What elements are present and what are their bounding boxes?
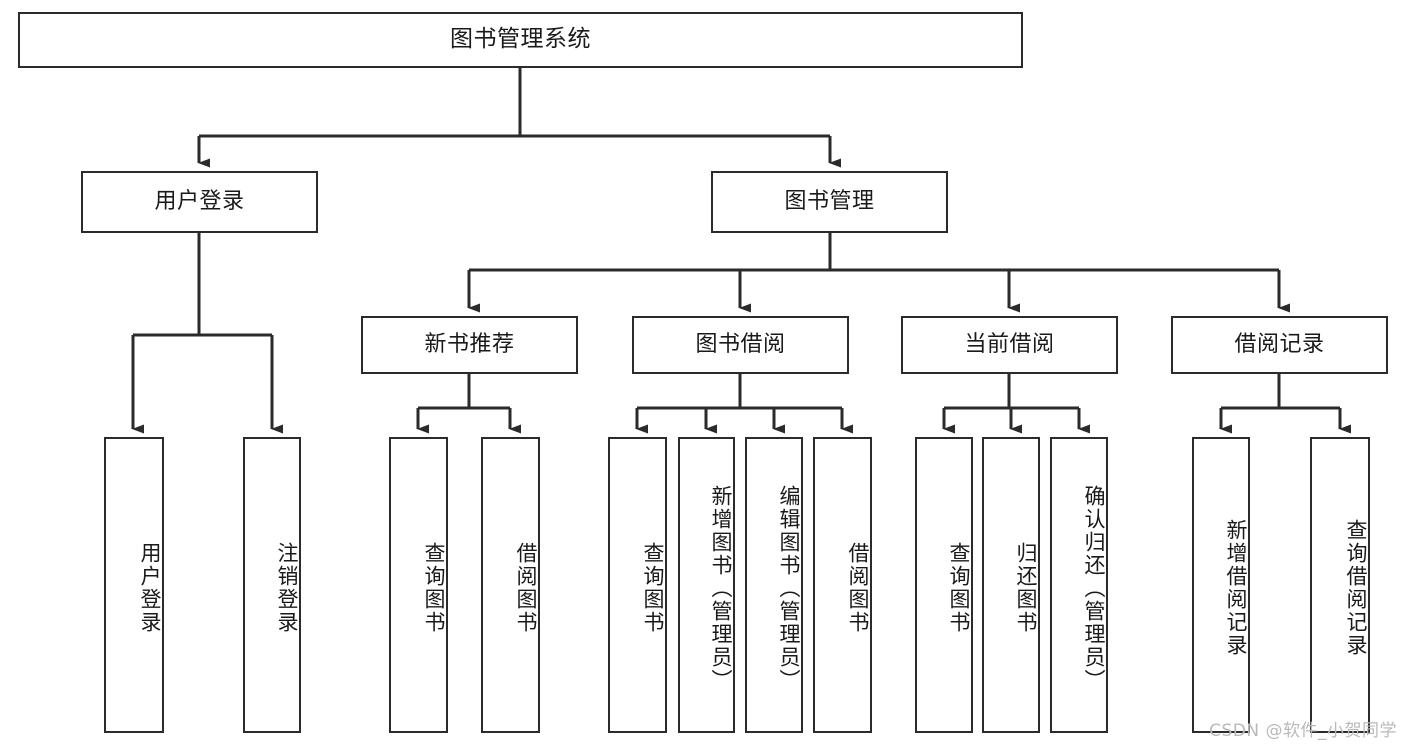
edges-book-manage: [467, 233, 1290, 313]
node-book-manage-label: 图书管理: [784, 189, 875, 215]
node-leaf-return-book-label: 归还图书: [1014, 542, 1038, 634]
node-book-borrow-label: 图书借阅: [695, 332, 786, 358]
node-current-borrow[interactable]: 当前借阅: [901, 316, 1118, 374]
node-leaf-query-book-1[interactable]: 查询图书: [389, 437, 448, 733]
node-user-login-label: 用户登录: [154, 189, 245, 215]
node-leaf-user-logout[interactable]: 注销登录: [243, 437, 301, 733]
node-leaf-query-book-2-label: 查询图书: [641, 542, 665, 634]
node-leaf-query-record-label: 查询借阅记录: [1344, 519, 1368, 657]
node-leaf-confirm-return[interactable]: 确认归还（管理员）: [1050, 437, 1108, 733]
node-root-label: 图书管理系统: [450, 26, 591, 53]
node-book-borrow[interactable]: 图书借阅: [632, 316, 849, 374]
node-leaf-borrow-book-2-label: 借阅图书: [846, 542, 870, 634]
node-leaf-edit-book[interactable]: 编辑图书（管理员）: [745, 437, 803, 733]
edges-new-book-rec: [416, 374, 521, 434]
node-leaf-borrow-book-1[interactable]: 借阅图书: [481, 437, 540, 733]
node-user-login[interactable]: 用户登录: [81, 171, 318, 233]
node-leaf-query-book-2[interactable]: 查询图书: [608, 437, 667, 733]
node-borrow-record-label: 借阅记录: [1234, 332, 1325, 358]
node-leaf-add-record-label: 新增借阅记录: [1224, 519, 1248, 657]
node-leaf-add-book[interactable]: 新增图书（管理员）: [678, 437, 735, 733]
node-leaf-borrow-book-1-label: 借阅图书: [514, 542, 538, 634]
node-new-book-rec[interactable]: 新书推荐: [361, 316, 578, 374]
edges-current-borrow: [942, 374, 1090, 434]
node-leaf-query-book-3-label: 查询图书: [947, 542, 971, 634]
edges-user-login: [131, 233, 283, 434]
node-leaf-query-book-3[interactable]: 查询图书: [915, 437, 973, 733]
node-leaf-edit-book-label: 编辑图书（管理员）: [777, 484, 801, 692]
node-leaf-user-login-label: 用户登录: [138, 542, 162, 634]
node-leaf-query-book-1-label: 查询图书: [422, 542, 446, 634]
node-leaf-return-book[interactable]: 归还图书: [982, 437, 1040, 733]
node-leaf-add-record[interactable]: 新增借阅记录: [1192, 437, 1250, 733]
edges-book-borrow: [635, 374, 853, 434]
edges-root: [197, 68, 841, 168]
node-book-manage[interactable]: 图书管理: [711, 171, 948, 233]
node-current-borrow-label: 当前借阅: [964, 332, 1055, 358]
node-root[interactable]: 图书管理系统: [18, 12, 1023, 68]
node-borrow-record[interactable]: 借阅记录: [1171, 316, 1388, 374]
node-leaf-user-logout-label: 注销登录: [275, 542, 299, 634]
node-leaf-confirm-return-label: 确认归还（管理员）: [1082, 484, 1106, 692]
node-new-book-rec-label: 新书推荐: [424, 332, 515, 358]
edges-borrow-record: [1219, 374, 1351, 434]
node-leaf-add-book-label: 新增图书（管理员）: [709, 484, 733, 692]
node-leaf-query-record[interactable]: 查询借阅记录: [1310, 437, 1370, 733]
node-leaf-borrow-book-2[interactable]: 借阅图书: [813, 437, 872, 733]
node-leaf-user-login[interactable]: 用户登录: [104, 437, 164, 733]
